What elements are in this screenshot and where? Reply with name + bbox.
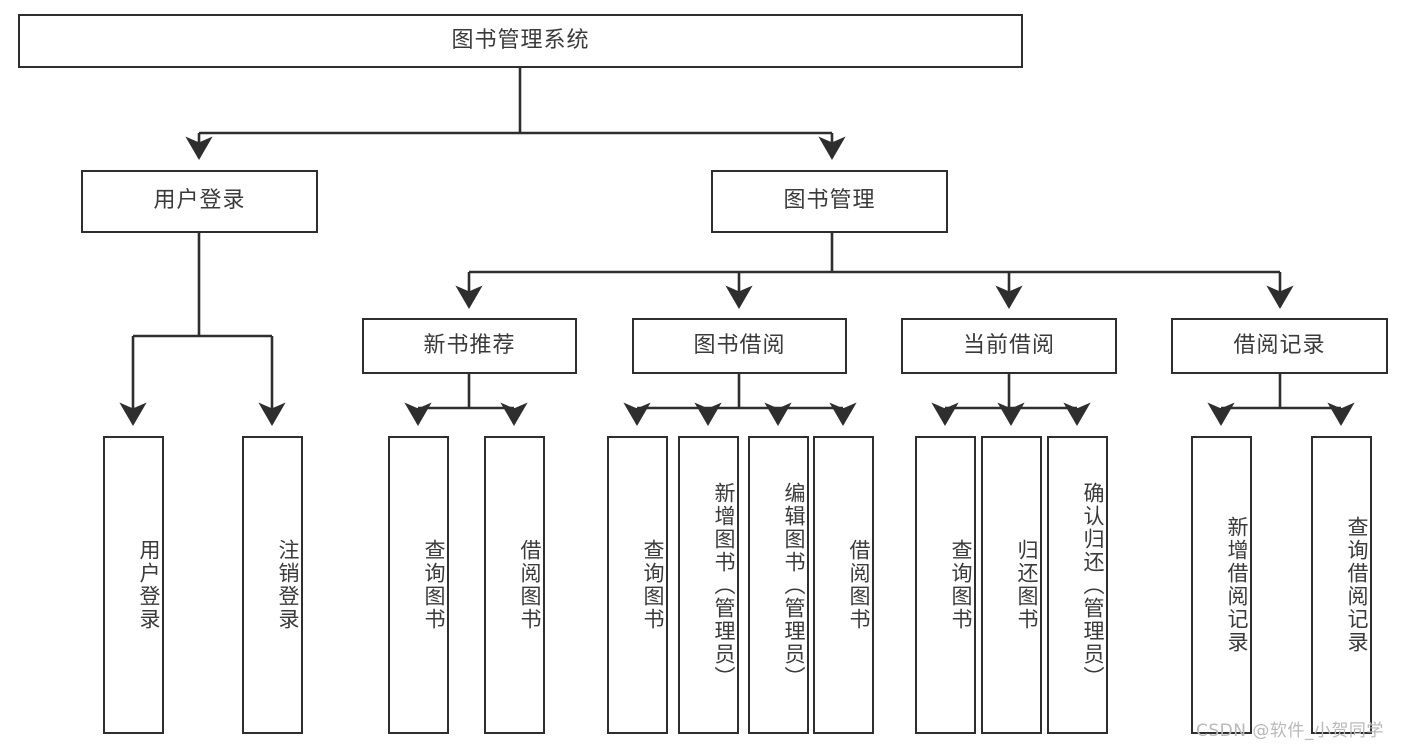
node-label: 新书推荐 xyxy=(423,332,516,358)
node-label: 用户登录 xyxy=(153,188,246,214)
node-user-login[interactable]: 用户登录 xyxy=(81,170,318,233)
node-label: 归还图书 xyxy=(1015,539,1039,631)
node-book-management[interactable]: 图书管理 xyxy=(711,170,948,233)
leaf-user-login-login[interactable]: 用户登录 xyxy=(103,436,164,734)
node-label: 编辑图书（管理员） xyxy=(782,481,806,689)
node-label: 新增图书（管理员） xyxy=(712,481,736,689)
node-label: 图书借阅 xyxy=(693,332,786,358)
leaf-current-return-book[interactable]: 归还图书 xyxy=(981,436,1042,734)
node-label: 当前借阅 xyxy=(962,332,1055,358)
leaf-borrow-edit-book-admin[interactable]: 编辑图书（管理员） xyxy=(748,436,809,734)
node-root-system[interactable]: 图书管理系统 xyxy=(18,14,1023,68)
node-book-borrow[interactable]: 图书借阅 xyxy=(632,318,847,374)
leaf-recommend-query-book[interactable]: 查询图书 xyxy=(388,436,449,734)
node-borrow-record[interactable]: 借阅记录 xyxy=(1171,318,1388,374)
node-new-book-recommend[interactable]: 新书推荐 xyxy=(362,318,577,374)
node-label: 借阅图书 xyxy=(847,539,871,631)
node-label: 查询借阅记录 xyxy=(1345,516,1369,654)
leaf-current-query-book[interactable]: 查询图书 xyxy=(915,436,976,734)
node-label: 注销登录 xyxy=(276,539,300,631)
node-label: 借阅记录 xyxy=(1233,332,1326,358)
leaf-current-confirm-return-admin[interactable]: 确认归还（管理员） xyxy=(1047,436,1108,734)
node-label: 新增借阅记录 xyxy=(1225,516,1249,654)
node-label: 图书管理系统 xyxy=(451,27,590,53)
leaf-borrow-borrow-book[interactable]: 借阅图书 xyxy=(813,436,874,734)
leaf-borrow-add-book-admin[interactable]: 新增图书（管理员） xyxy=(678,436,739,734)
node-label: 查询图书 xyxy=(641,539,665,631)
node-label: 确认归还（管理员） xyxy=(1081,481,1105,689)
node-label: 借阅图书 xyxy=(518,539,542,631)
leaf-record-add-record[interactable]: 新增借阅记录 xyxy=(1191,436,1252,734)
leaf-borrow-query-book[interactable]: 查询图书 xyxy=(607,436,668,734)
node-label: 图书管理 xyxy=(783,188,876,214)
node-label: 用户登录 xyxy=(137,539,161,631)
leaf-recommend-borrow-book[interactable]: 借阅图书 xyxy=(484,436,545,734)
node-label: 查询图书 xyxy=(422,539,446,631)
leaf-record-query-record[interactable]: 查询借阅记录 xyxy=(1311,436,1372,734)
csdn-watermark: CSDN @软件_小贺同学 xyxy=(1196,721,1384,741)
node-current-borrow[interactable]: 当前借阅 xyxy=(901,318,1117,374)
node-label: 查询图书 xyxy=(949,539,973,631)
leaf-user-login-logout[interactable]: 注销登录 xyxy=(242,436,303,734)
